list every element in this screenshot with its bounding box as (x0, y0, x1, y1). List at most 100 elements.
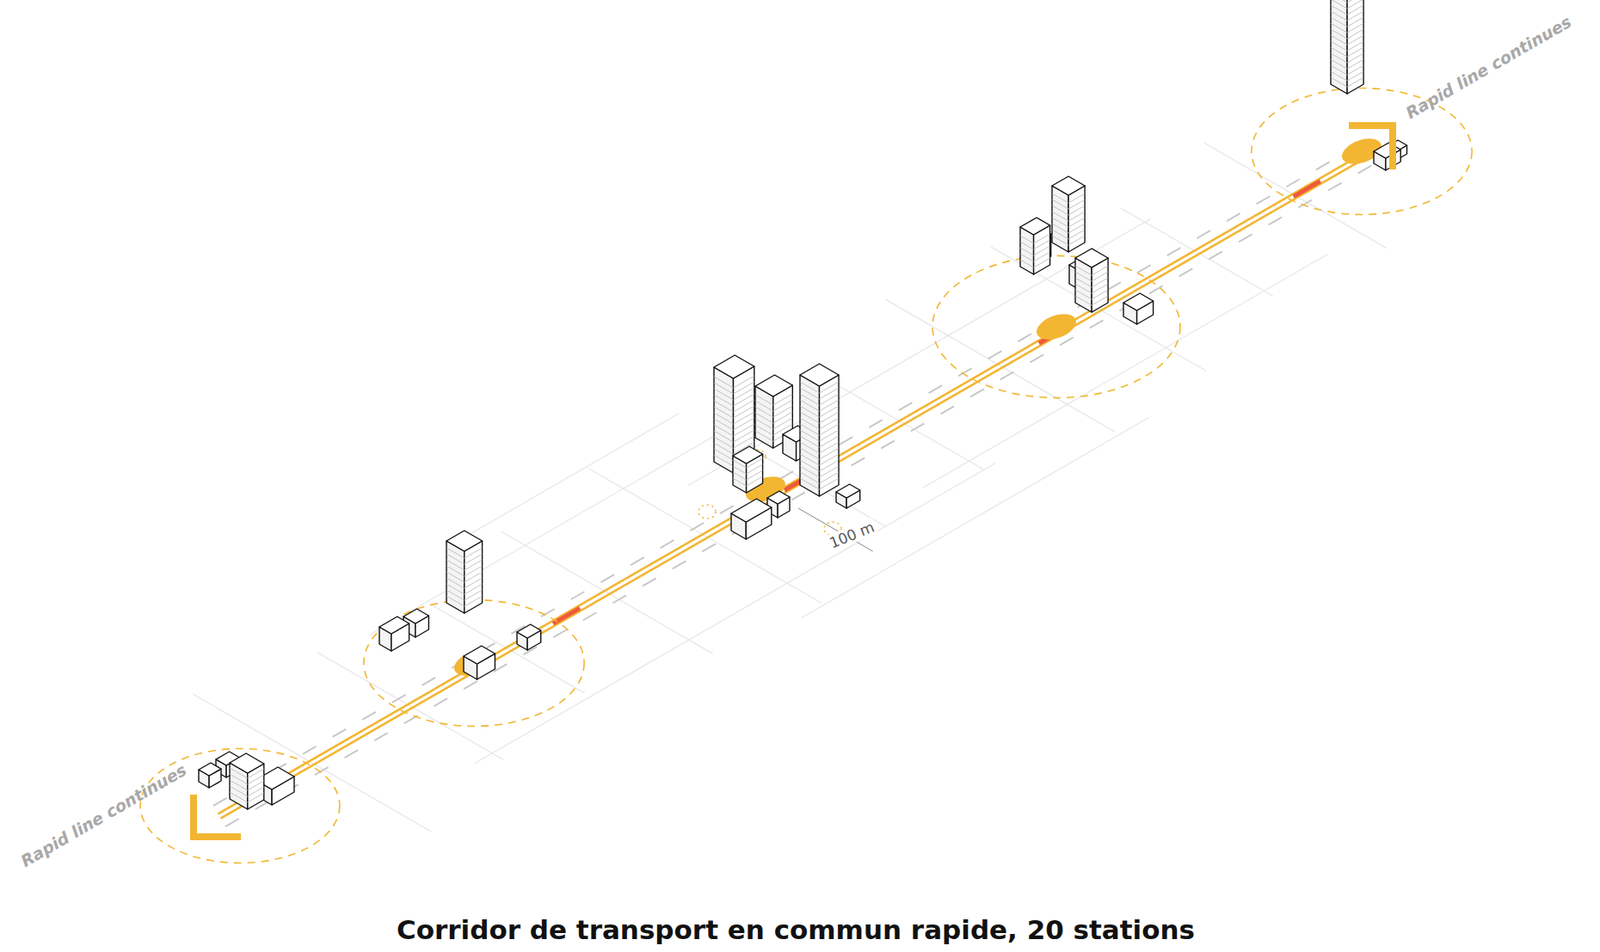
floor-line (800, 393, 839, 406)
building (800, 363, 839, 497)
building (732, 446, 764, 493)
floor-line (1330, 71, 1364, 81)
floor-line (713, 381, 755, 394)
building (229, 753, 265, 810)
lane-marking (225, 159, 1383, 827)
floor-line (229, 768, 265, 779)
building-roof (800, 363, 839, 387)
diagram-title: Corridor de transport en commun rapide, … (396, 914, 1195, 946)
building (463, 646, 495, 680)
building (836, 484, 861, 509)
floor-line (732, 470, 764, 480)
floor-line (446, 553, 483, 565)
plaza-dots (698, 504, 716, 519)
floor-line (713, 375, 755, 388)
building-roof (1373, 142, 1401, 159)
building (379, 616, 410, 652)
building (516, 624, 542, 651)
floor-line (1330, 41, 1364, 51)
building-roof (516, 624, 542, 639)
continuation-bracket (1348, 125, 1393, 170)
floor-line (800, 387, 839, 400)
floor-line (1330, 0, 1364, 9)
floor-line (800, 454, 839, 466)
floor-line (732, 464, 764, 474)
floor-line (713, 436, 755, 449)
building (1123, 293, 1154, 325)
building-roof (1020, 217, 1051, 235)
building-roof (198, 763, 222, 776)
street-line (316, 652, 504, 760)
building-roof (229, 753, 265, 774)
floor-line (229, 774, 265, 785)
building-roof (403, 609, 429, 624)
floor-line (800, 436, 839, 448)
floor-line (800, 424, 839, 436)
street-line (1120, 208, 1274, 296)
floor-line (1052, 211, 1085, 222)
building-roof (379, 616, 410, 634)
floor-line (1020, 258, 1051, 268)
floor-line (755, 393, 793, 406)
street-line (500, 531, 713, 654)
floor-line (800, 381, 839, 394)
building-roof (767, 491, 790, 505)
station-platform (450, 646, 498, 682)
building (1330, 0, 1364, 94)
floor-line (1330, 17, 1364, 27)
floor-line (1330, 0, 1364, 3)
building (1052, 176, 1085, 253)
continuation-bracket (193, 794, 241, 837)
floor-line (1020, 246, 1051, 256)
building (1020, 217, 1051, 275)
building-roof (755, 375, 793, 397)
building-roof (1052, 176, 1085, 196)
floor-line (1052, 193, 1085, 204)
floor-line (1075, 283, 1108, 294)
floor-line (229, 780, 265, 791)
floor-line (713, 406, 755, 419)
lane-marking (213, 138, 1371, 807)
building (1075, 248, 1108, 313)
floor-line (446, 547, 483, 559)
floor-line (1330, 11, 1364, 21)
floor-line (229, 786, 265, 797)
street-line (589, 468, 822, 604)
floor-line (800, 478, 839, 490)
floor-line (713, 400, 755, 413)
floor-line (713, 412, 755, 425)
floor-line (446, 590, 483, 601)
floor-line (713, 424, 755, 437)
floor-line (800, 412, 839, 424)
floor-line (446, 566, 483, 577)
floor-line (800, 430, 839, 442)
floor-line (800, 472, 839, 484)
floor-line (1052, 205, 1085, 216)
floor-line (713, 430, 755, 443)
floor-line (800, 466, 839, 478)
building (731, 498, 772, 540)
building-roof (1123, 293, 1154, 311)
building-roof (731, 498, 772, 523)
building-roof (446, 530, 483, 552)
floor-line (800, 448, 839, 460)
station-areas (140, 88, 1472, 864)
floor-line (446, 572, 483, 583)
walk-radius (363, 600, 585, 727)
building-roof (1075, 248, 1108, 268)
building-roof (463, 646, 495, 665)
floor-line (1330, 77, 1364, 87)
floor-line (755, 412, 793, 424)
floor-line (1330, 53, 1364, 63)
floor-line (1052, 229, 1085, 240)
walk-radius (1251, 88, 1472, 216)
rapid-line (213, 138, 1383, 827)
floor-line (1075, 265, 1108, 276)
station-platform (1033, 309, 1080, 345)
floor-line (800, 400, 839, 412)
floor-line (713, 418, 755, 431)
floor-line (755, 406, 793, 418)
floor-line (732, 458, 764, 468)
floor-line (1330, 35, 1364, 45)
